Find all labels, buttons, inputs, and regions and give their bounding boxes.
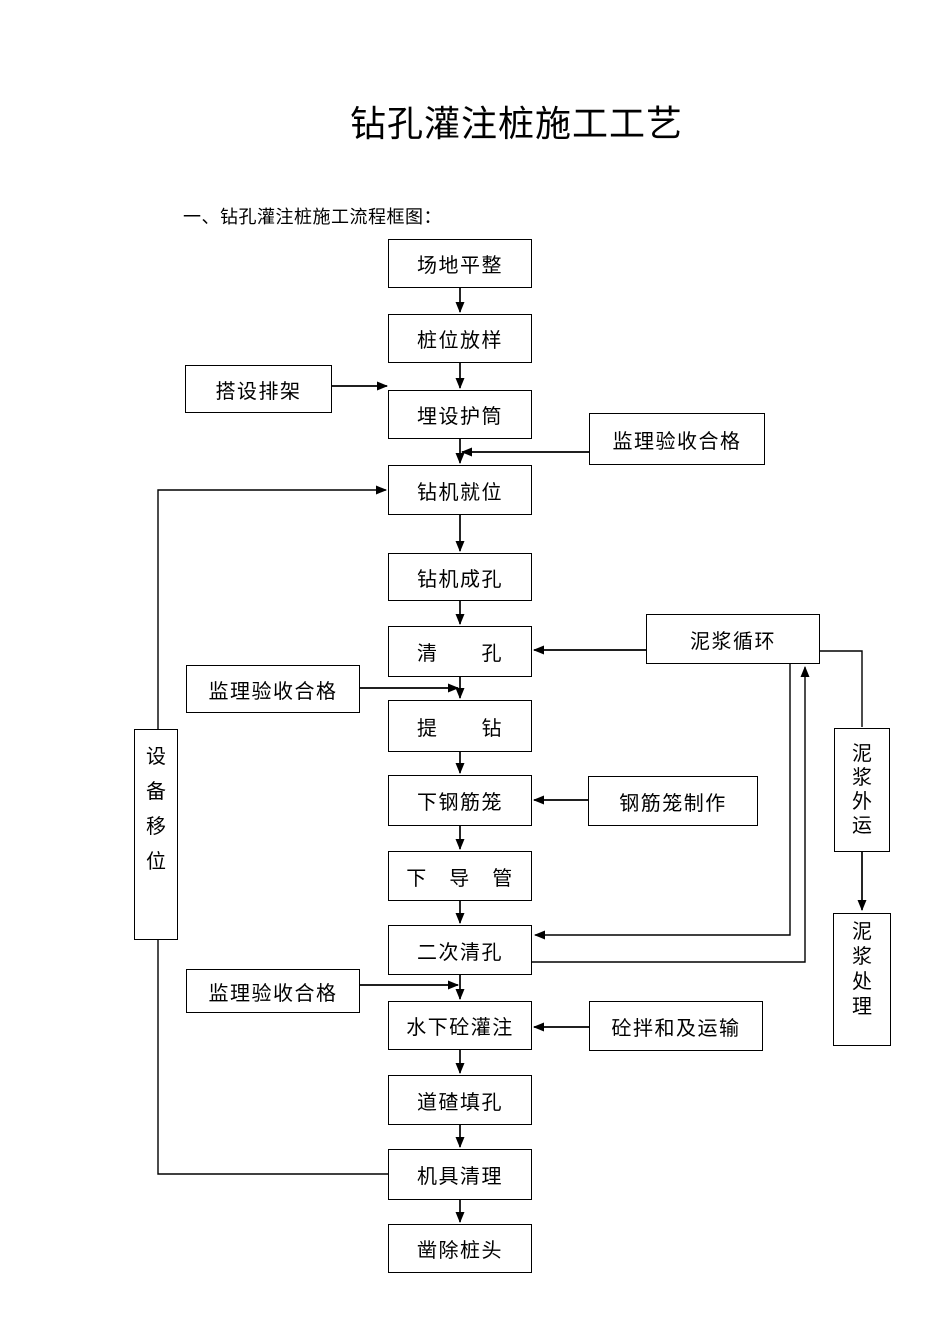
side-box-mud-hauling: 泥 浆 外 运 — [834, 728, 890, 852]
side-box-supervision-acceptance-3: 监理验收合格 — [186, 969, 360, 1013]
connector-cleanup-via-relocation-to-rig — [157, 485, 388, 1175]
flow-step-second-hole-cleaning: 二次清孔 — [388, 925, 532, 975]
side-box-mud-circulation: 泥浆循环 — [646, 614, 820, 664]
flow-step-pile-layout: 桩位放样 — [388, 314, 532, 363]
flow-step-tremie-lowering: 下 导 管 — [388, 851, 532, 901]
flow-step-rig-positioning: 钻机就位 — [388, 465, 532, 515]
section-heading: 一、钻孔灌注桩施工流程框图： — [183, 207, 442, 227]
flow-step-site-leveling: 场地平整 — [388, 239, 532, 288]
flow-step-pile-head-removal: 凿除桩头 — [388, 1224, 532, 1273]
connector-second-cleaning-to-mud-circulation — [532, 666, 810, 963]
flow-step-drill-lifting: 提 钻 — [388, 700, 532, 752]
side-box-equipment-relocation: 设 备 移 位 — [134, 729, 178, 940]
side-box-supervision-acceptance-1: 监理验收合格 — [589, 413, 765, 465]
flow-step-ballast-filling: 道碴填孔 — [388, 1075, 532, 1125]
flow-step-drilling: 钻机成孔 — [388, 553, 532, 601]
flow-step-equipment-cleanup: 机具清理 — [388, 1149, 532, 1200]
flow-step-hole-cleaning: 清 孔 — [388, 626, 532, 677]
connector-mud-circulation-to-mud-hauling — [820, 650, 863, 727]
flow-step-underwater-concrete: 水下砼灌注 — [388, 1001, 532, 1050]
side-box-cage-fabrication: 钢筋笼制作 — [588, 776, 758, 826]
flow-step-cage-lowering: 下钢筋笼 — [388, 775, 532, 826]
side-box-concrete-mixing-transport: 砼拌和及运输 — [589, 1001, 763, 1051]
page-title: 钻孔灌注桩施工工艺 — [350, 104, 684, 144]
side-box-scaffold-setup: 搭设排架 — [185, 365, 332, 413]
side-box-supervision-acceptance-2: 监理验收合格 — [186, 665, 360, 713]
connector-mud-circulation-to-second-cleaning — [534, 664, 791, 940]
side-box-mud-treatment: 泥 浆 处 理 — [833, 913, 891, 1046]
flow-step-casing-installation: 埋设护筒 — [388, 390, 532, 439]
